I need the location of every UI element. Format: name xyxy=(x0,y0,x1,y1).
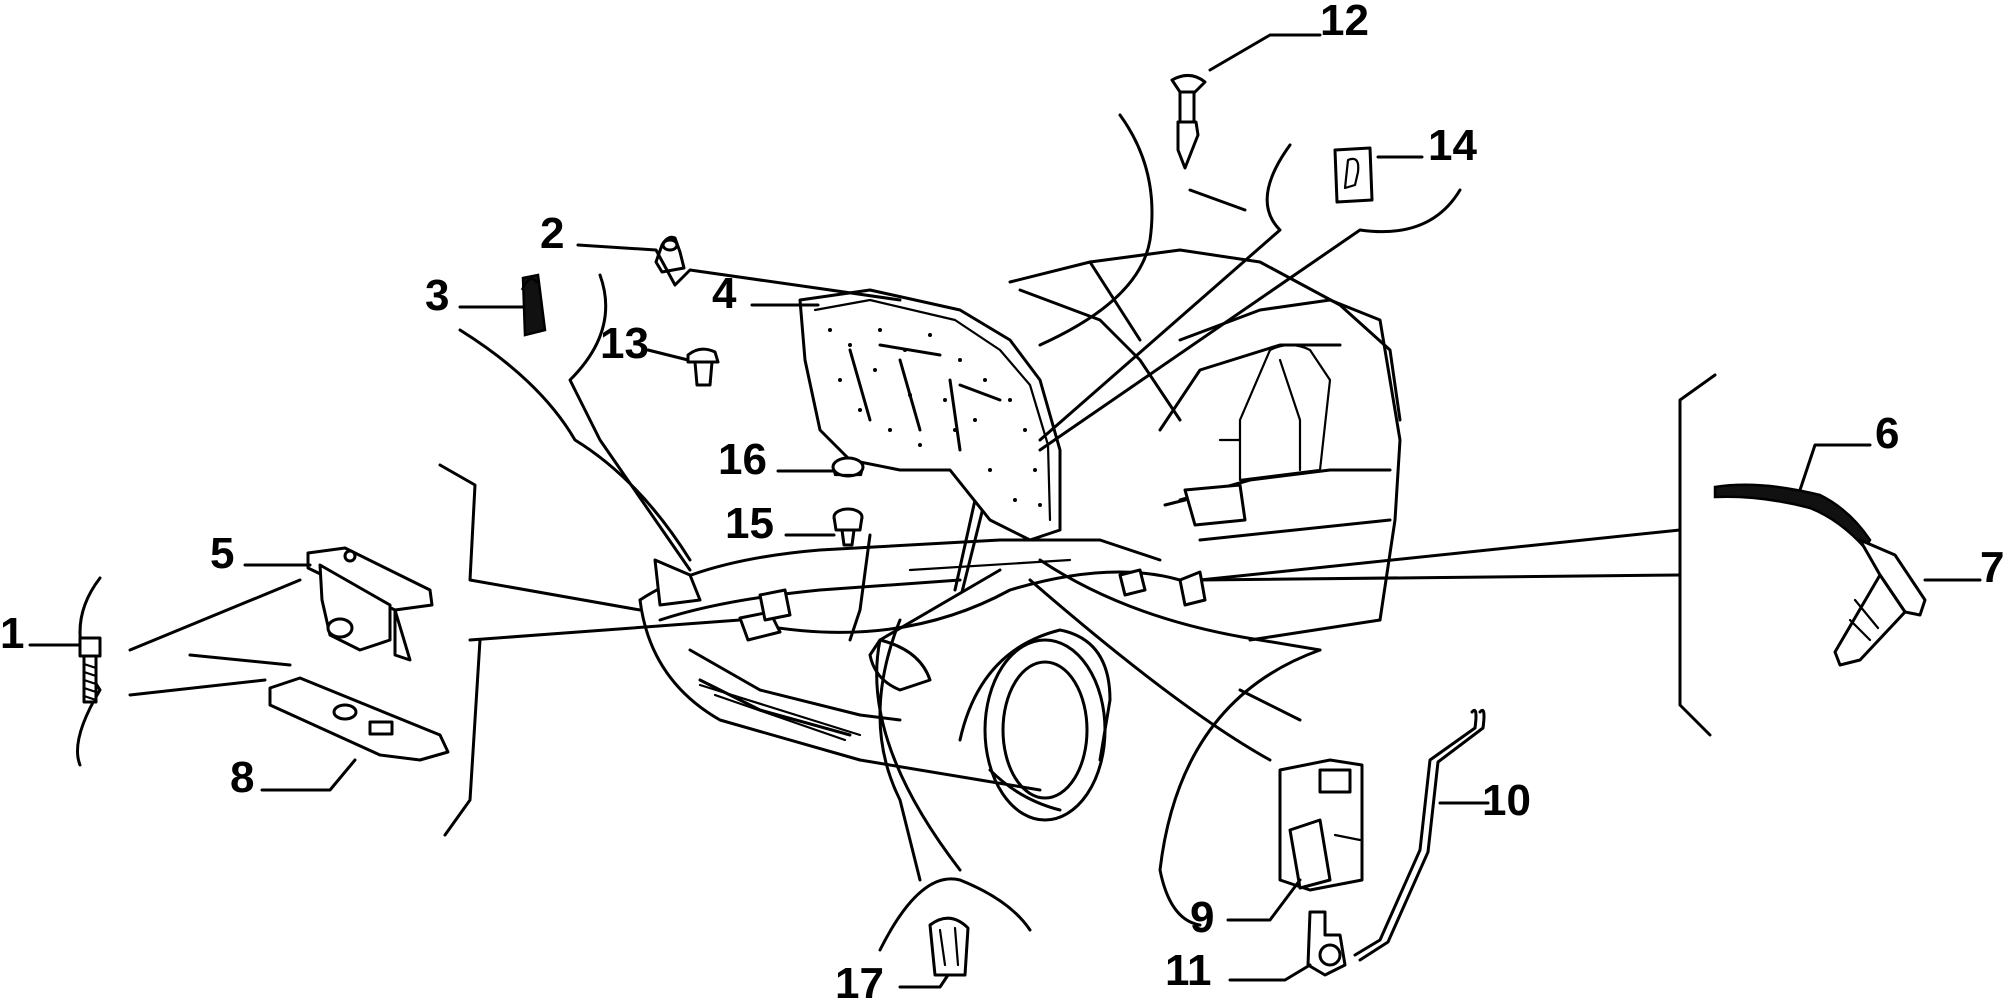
label-11: 11 xyxy=(1165,946,1212,995)
leader-lines xyxy=(76,113,1717,952)
part-6-cable-guide xyxy=(1713,483,1872,551)
part-5-hood-latch xyxy=(306,546,434,662)
label-7: 7 xyxy=(1980,543,2004,592)
label-8: 8 xyxy=(230,753,254,802)
part-10-rod xyxy=(1353,708,1486,962)
part-3-buffer xyxy=(520,273,547,337)
label-17: 17 xyxy=(835,959,884,999)
part-15-bump-stop xyxy=(832,507,864,547)
label-10: 10 xyxy=(1482,776,1531,825)
label-9: 9 xyxy=(1190,893,1214,942)
part-11-latch-pin xyxy=(1306,910,1347,977)
label-14: 14 xyxy=(1428,121,1477,170)
label-13: 13 xyxy=(600,319,649,368)
part-17-clip xyxy=(928,916,970,977)
label-12: 12 xyxy=(1320,0,1369,45)
release-on-car xyxy=(1118,568,1207,607)
label-16: 16 xyxy=(718,435,767,484)
label-4: 4 xyxy=(712,269,737,318)
part-9-bracket xyxy=(1278,758,1364,892)
part-16-plug xyxy=(831,456,865,478)
part-1-bolt xyxy=(78,636,102,704)
label-6: 6 xyxy=(1875,409,1899,458)
hood-panel xyxy=(798,288,1062,542)
part-14-clip xyxy=(1333,146,1374,204)
part-13-clip xyxy=(686,347,720,387)
part-7-release-lever xyxy=(1833,538,1927,667)
callout-leaders xyxy=(28,33,1982,989)
label-2: 2 xyxy=(540,209,564,258)
label-5: 5 xyxy=(210,529,234,578)
label-3: 3 xyxy=(425,271,449,320)
car-body xyxy=(638,248,1402,822)
part-8-latch-plate xyxy=(268,676,450,762)
part-12-push-rivet xyxy=(1170,74,1207,170)
label-1: 1 xyxy=(0,609,24,658)
label-15: 15 xyxy=(725,499,774,548)
latch-on-car xyxy=(738,588,792,642)
